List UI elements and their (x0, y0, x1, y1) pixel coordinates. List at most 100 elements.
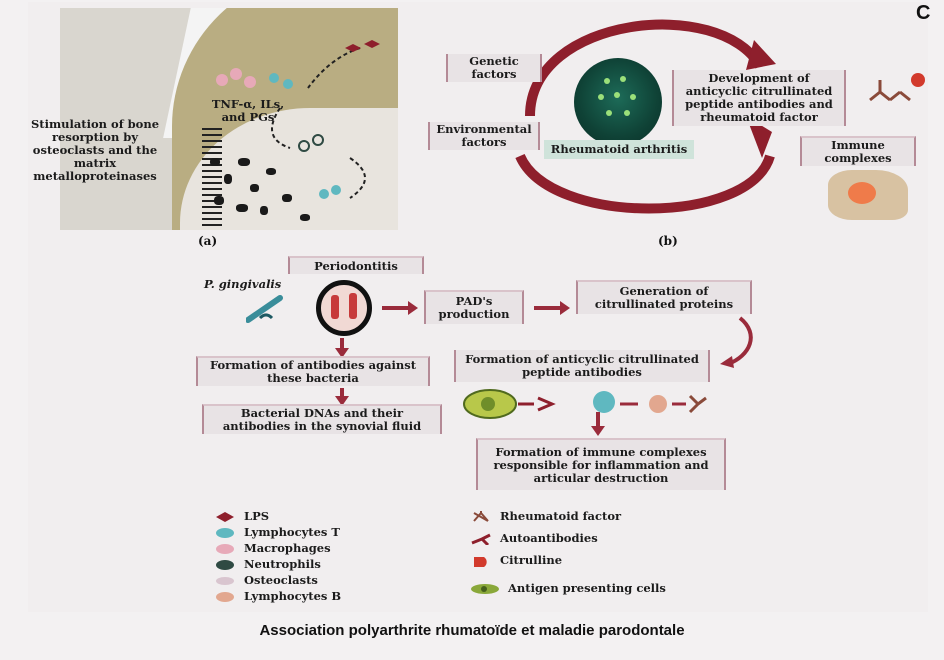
arrow-to-immune-formation (591, 412, 605, 436)
panel-a-cells (216, 47, 366, 199)
legend-lps: LPS (214, 510, 269, 523)
lymphocyte-t-icon (269, 73, 279, 83)
apc-icon (471, 583, 499, 594)
box-periodontitis: Periodontitis (288, 256, 424, 274)
rheumatoid-factor-icon (688, 394, 707, 414)
figure-caption: Association polyarthrite rhumatoïde et m… (259, 622, 685, 639)
legend-rheumatoid-factor: Rheumatoid factor (470, 510, 621, 523)
bone-cavity (210, 158, 220, 166)
curved-arrowhead (720, 356, 734, 368)
neutrophil-icon (312, 134, 324, 146)
periodontitis-tooth-circle (316, 280, 372, 336)
box-bacterial-dna: Bacterial DNAs and their antibodies in t… (202, 404, 442, 434)
curved-arrow-right (720, 316, 753, 368)
rheumatoid-factor-icon (473, 510, 489, 522)
tooth-root-icon (349, 293, 357, 319)
neutrophil-icon (216, 559, 234, 570)
citrulline-icon (911, 73, 925, 87)
label-p-gingivalis: P. gingivalis (204, 277, 282, 291)
arrow-to-citrullinated (534, 301, 570, 315)
legend-label: Osteoclasts (244, 573, 318, 587)
bone-cavity (236, 204, 248, 212)
bone-cavity (250, 184, 259, 192)
tooth-root-icon (331, 295, 339, 319)
macrophage-icon (216, 74, 228, 86)
legend-osteoclasts: Osteoclasts (214, 574, 318, 587)
box-pad-production: PAD's production (424, 290, 524, 324)
legend-autoantibodies: Autoantibodies (470, 532, 598, 545)
legend-label: Citrulline (500, 553, 563, 567)
bone-cavity (238, 158, 250, 166)
bacteria-graphic (246, 295, 283, 323)
bone-cavity (282, 194, 292, 202)
bone-cavity (300, 214, 310, 221)
autoantibody-icon (537, 396, 556, 412)
dashed-arrow (307, 47, 361, 89)
ra-dot (630, 94, 636, 100)
lymphocyte-b-icon (649, 395, 667, 413)
ra-dot (614, 92, 620, 98)
bone-cavity (260, 206, 268, 215)
bacterium-icon (246, 295, 283, 323)
curved-arrow (727, 316, 753, 366)
box-immune-formation: Formation of immune complexes responsibl… (476, 438, 726, 490)
arrow-to-pad (382, 301, 418, 315)
arrow-to-antibodies-bacteria (335, 338, 349, 358)
label-bone-resorption: Stimulation of bone resorption by osteoc… (30, 117, 160, 183)
ra-joint-circle (574, 58, 662, 146)
rheumatoid-factor-icon (869, 80, 911, 102)
bone-cavity (214, 196, 224, 205)
autoantibody-icon (471, 533, 491, 545)
legend-label: Neutrophils (244, 557, 321, 571)
box-anti-ccp: Formation of anticyclic citrullinated pe… (454, 350, 710, 382)
legend-label: Rheumatoid factor (500, 509, 622, 523)
dashed-arrow (349, 157, 366, 199)
bone-cavity (266, 168, 276, 175)
legend-label: Autoantibodies (500, 531, 598, 545)
box-antibodies-bacteria: Formation of antibodies against these ba… (196, 356, 430, 386)
legend-label: LPS (244, 509, 270, 523)
cycle-arrowhead-right (746, 116, 772, 158)
lymphocyte-t-icon (593, 391, 615, 413)
osteoclast-icon (216, 576, 234, 585)
bacterium-icon (258, 313, 274, 320)
label-cytokines: TNF-α, ILs, and PGs (211, 97, 285, 124)
panel-b-caption: (b) (658, 234, 678, 248)
lps-icon (216, 511, 234, 522)
anti-ccp-chain (463, 389, 707, 419)
lymphocyte-b-icon (216, 591, 234, 602)
neutrophil-icon (298, 140, 310, 152)
box-development-antibodies: Development of anticyclic citrullinated … (672, 70, 846, 126)
cycle-arrowhead-top (746, 40, 776, 70)
ra-dot (606, 110, 612, 116)
box-immune-complexes: Immune complexes (800, 136, 916, 166)
bone-cavity (224, 174, 232, 184)
cycle-arc-bottom (515, 153, 775, 214)
citrulline-icon (474, 556, 487, 567)
apc-nucleus-icon (481, 397, 495, 411)
box-environmental-factors: Environmental factors (428, 122, 540, 150)
legend-label: Macrophages (244, 541, 331, 555)
lymphocyte-t-icon (283, 79, 293, 89)
ra-dot (620, 76, 626, 82)
box-genetic-factors: Genetic factors (446, 54, 542, 82)
legend-macrophages: Macrophages (214, 542, 331, 555)
arrow-to-bacterial-dna (335, 388, 349, 406)
lps-icon (345, 44, 361, 52)
legend-lymphocytes-b: Lymphocytes B (214, 590, 341, 603)
macrophage-icon (244, 76, 256, 88)
hand-joint-image (828, 170, 908, 220)
legend-label: Lymphocytes T (244, 525, 340, 539)
panel-a-caption: (a) (198, 234, 218, 248)
macrophage-icon (216, 543, 234, 554)
label-rheumatoid-arthritis: Rheumatoid arthritis (544, 140, 694, 159)
legend-antigen-presenting-cells: Antigen presenting cells (470, 582, 666, 595)
macrophage-icon (230, 68, 242, 80)
box-citrullinated-proteins: Generation of citrullinated proteins (576, 280, 752, 314)
lymphocyte-t-icon (331, 185, 341, 195)
rheumatoid-factor-graphic (869, 73, 925, 102)
lps-icon (364, 40, 380, 48)
legend-label: Lymphocytes B (244, 589, 342, 603)
corner-letter: C (916, 2, 931, 24)
